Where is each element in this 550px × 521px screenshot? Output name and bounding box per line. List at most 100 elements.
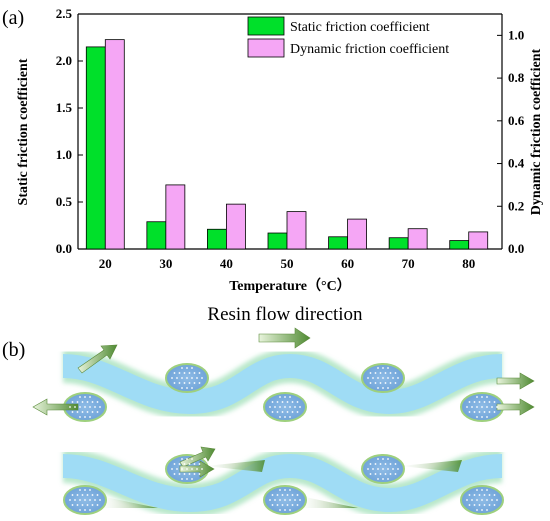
fiber-dot: [387, 478, 389, 480]
fiber-dot: [382, 377, 384, 379]
fiber-dot: [181, 468, 183, 470]
bar-static: [85, 46, 106, 250]
fiber-dot: [394, 473, 397, 475]
fiber-dot: [468, 504, 471, 506]
fiber-dot: [289, 406, 291, 408]
fiber-dot: [387, 458, 389, 460]
fiber-dot: [81, 411, 84, 413]
fiber-dot: [71, 411, 74, 413]
fiber-dot: [191, 478, 193, 480]
fiber-dot: [481, 499, 483, 501]
fiber-dot: [483, 411, 486, 413]
fiber-dot: [481, 396, 483, 398]
fiber-dot: [181, 458, 183, 460]
left-tick-label: 0.0: [56, 241, 72, 256]
fiber-dot: [71, 401, 74, 403]
fiber-dot: [488, 494, 491, 496]
fiber-dot: [468, 401, 471, 403]
fiber-dot: [486, 509, 488, 511]
fiber-dot: [274, 499, 276, 501]
fiber-dot: [372, 468, 374, 470]
right-tick-label: 0.6: [508, 113, 525, 128]
bar-static: [207, 228, 227, 250]
fiber-dot: [198, 473, 201, 475]
fiber-dot: [394, 372, 397, 374]
fiber-dot: [76, 494, 79, 496]
fiber-dot: [367, 468, 369, 470]
fiber-dot: [478, 401, 481, 403]
fiber-dot: [382, 458, 384, 460]
legend-swatch-static: [247, 16, 285, 36]
fiber-dot: [91, 494, 94, 496]
fiber-dot: [296, 401, 299, 403]
fiber-dot: [84, 489, 86, 491]
fiber-dot: [191, 468, 193, 470]
fiber-dot: [384, 372, 387, 374]
fiber-dot: [481, 406, 483, 408]
fiber-dot: [171, 468, 173, 470]
fiber-dot: [86, 494, 89, 496]
resin-wedge: [100, 460, 462, 508]
fiber-dot: [291, 494, 294, 496]
fiber-dot: [493, 494, 496, 496]
fiber-dot: [289, 396, 291, 398]
x-tick-label: 30: [159, 256, 172, 271]
fiber-dot: [496, 406, 498, 408]
fiber-dot: [178, 473, 181, 475]
right-y-ticks: 0.00.20.40.60.81.0: [497, 27, 525, 256]
fiber-dot: [89, 499, 91, 501]
fiber-dot: [191, 367, 193, 369]
fiber-dot: [91, 504, 94, 506]
fiber-dot: [483, 401, 486, 403]
fiber-dot: [289, 489, 291, 491]
fiber-dot: [84, 396, 86, 398]
fiber-dot: [171, 377, 173, 379]
fiber-dot: [374, 463, 377, 465]
fiber-dot: [392, 377, 394, 379]
fiber-dot: [86, 401, 89, 403]
fiber-dot: [183, 382, 186, 384]
fiber-dot: [176, 377, 178, 379]
fiber-dot: [198, 372, 201, 374]
fiber-dot: [96, 401, 99, 403]
fiber-dot: [69, 499, 71, 501]
fiber-dot: [369, 382, 372, 384]
fiber-dot: [188, 463, 191, 465]
fiber-dot: [173, 372, 176, 374]
fiber-dot: [279, 499, 281, 501]
right-tick-label: 0.2: [508, 198, 524, 213]
fiber-dot: [491, 406, 493, 408]
fiber-dot: [69, 406, 71, 408]
fiber-dot: [299, 499, 301, 501]
fiber-dot: [173, 382, 176, 384]
fiber-dot: [79, 406, 81, 408]
fiber-dot: [377, 468, 379, 470]
fiber-dot: [276, 494, 279, 496]
fiber-dot: [79, 489, 81, 491]
fiber-dot: [384, 463, 387, 465]
bar-static: [328, 236, 348, 250]
fiber-dot: [281, 401, 284, 403]
fiber-dot: [281, 494, 284, 496]
fiber-dot: [296, 504, 299, 506]
fiber-dot: [186, 458, 188, 460]
fiber-dot: [186, 367, 188, 369]
fiber-dot: [191, 387, 193, 389]
fiber-dot: [89, 416, 91, 418]
fiber-dot: [379, 473, 382, 475]
fiber-dot: [286, 411, 289, 413]
bar-dynamic: [286, 211, 307, 250]
fiber-dot: [471, 406, 473, 408]
fiber-dot: [99, 499, 101, 501]
fiber-dot: [481, 489, 483, 491]
fiber-dot: [384, 382, 387, 384]
fiber-dot: [279, 416, 281, 418]
fiber-dot: [276, 411, 279, 413]
fiber-dot: [71, 494, 74, 496]
fiber-dot: [201, 377, 203, 379]
fiber-dot: [394, 463, 397, 465]
fiber-dot: [99, 406, 101, 408]
fiber-dot: [382, 468, 384, 470]
fiber-dot: [476, 396, 478, 398]
